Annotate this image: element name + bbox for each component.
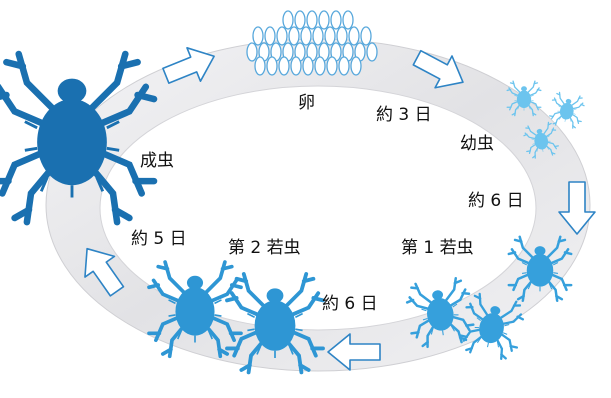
egg-icon (350, 56, 362, 76)
egg-icon (348, 26, 360, 46)
egg-icon (330, 10, 342, 30)
egg-cluster-icon (246, 10, 378, 76)
egg-icon (336, 26, 348, 46)
egg-icon (306, 10, 318, 30)
egg-icon (300, 26, 312, 46)
egg-icon (246, 42, 258, 62)
duration-label-egg-to-larva: 約 3 日 (376, 105, 432, 125)
egg-icon (254, 56, 266, 76)
egg-icon (288, 26, 300, 46)
stage-label-egg: 卵 (298, 93, 315, 113)
egg-icon (264, 26, 276, 46)
stage-label-larva: 幼虫 (460, 134, 494, 154)
egg-icon (360, 26, 372, 46)
stage-label-adult: 成虫 (140, 151, 174, 171)
egg-icon (366, 42, 378, 62)
egg-icon (324, 26, 336, 46)
egg-icon (294, 10, 306, 30)
egg-icon (326, 56, 338, 76)
egg-icon (252, 26, 264, 46)
duration-label-nymph2-to-adult: 約 5 日 (131, 229, 187, 249)
egg-icon (266, 56, 278, 76)
egg-icon (338, 56, 350, 76)
egg-icon (314, 56, 326, 76)
duration-label-larva-to-nymph1: 約 6 日 (468, 191, 524, 211)
duration-label-nymph1-to-nymph2: 約 6 日 (322, 294, 378, 314)
stage-label-first-nymph: 第 1 若虫 (401, 238, 474, 258)
egg-icon (290, 56, 302, 76)
egg-icon (278, 56, 290, 76)
stage-label-second-nymph: 第 2 若虫 (228, 238, 301, 258)
egg-icon (276, 26, 288, 46)
egg-icon (318, 10, 330, 30)
egg-icon (302, 56, 314, 76)
egg-icon (342, 10, 354, 30)
egg-icon (282, 10, 294, 30)
egg-icon (312, 26, 324, 46)
larva-mite-icon (547, 90, 587, 130)
